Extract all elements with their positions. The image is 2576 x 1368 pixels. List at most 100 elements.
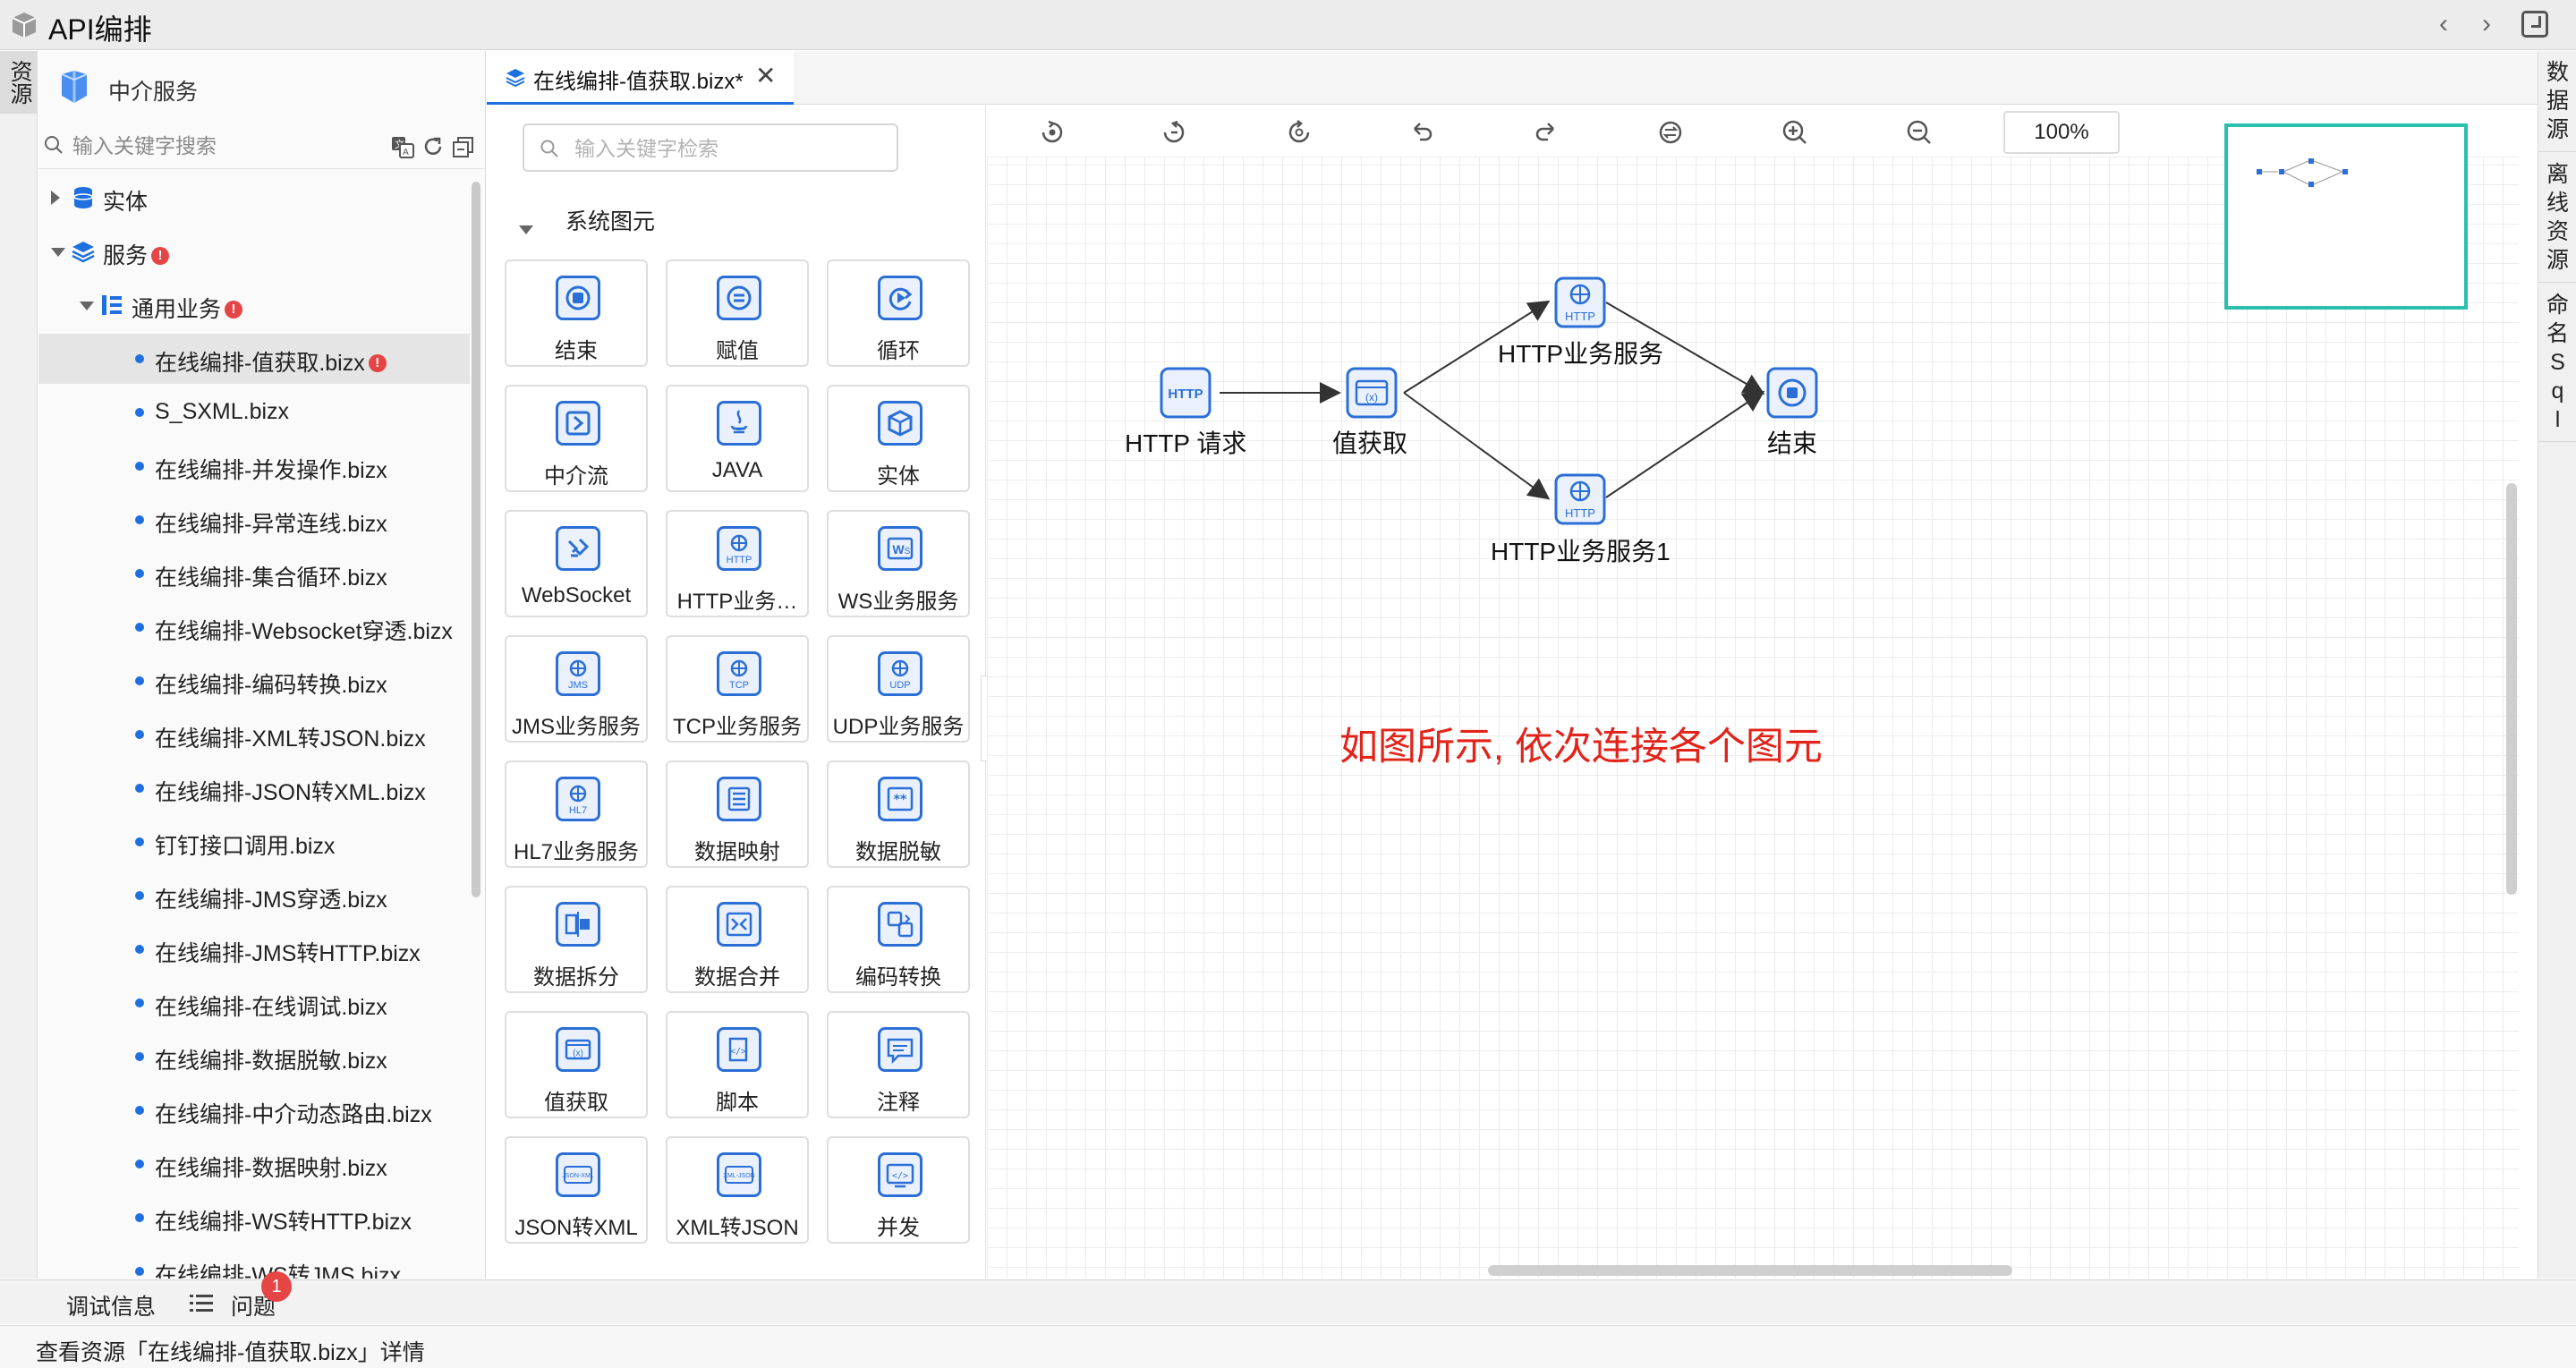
node-http-service[interactable]: HTTP — [1554, 276, 1606, 328]
palette-item[interactable]: WebSocket — [505, 510, 648, 617]
tree-file-item[interactable]: 在线编排-在线调试.bizx — [38, 978, 470, 1028]
redo-icon[interactable] — [1532, 118, 1560, 147]
node-http-service-1[interactable]: HTTP — [1554, 473, 1606, 525]
tree-file-item[interactable]: 在线编排-JMS穿透.bizx — [38, 871, 470, 921]
palette-item[interactable]: 数据拆分 — [505, 886, 648, 993]
tree-node-service[interactable]: 服务! — [38, 226, 470, 276]
tree-file-item[interactable]: 在线编排-JMS转HTTP.bizx — [38, 924, 470, 974]
tree-file-item[interactable]: 在线编排-WS转HTTP.bizx — [38, 1193, 470, 1243]
palette-search-input[interactable] — [574, 134, 888, 163]
tree-item-label: 实体 — [103, 190, 149, 215]
canvas-annotation: 如图所示, 依次连接各个图元 — [1339, 726, 1823, 769]
window-toggle-icon[interactable] — [2521, 11, 2548, 38]
sync-icon[interactable] — [1656, 118, 1685, 147]
tree-file-item[interactable]: 钉钉接口调用.bizx — [38, 817, 470, 867]
tree-file-item[interactable]: 在线编排-集合循环.bizx — [38, 548, 470, 599]
tree-file-item[interactable]: 在线编排-异常连线.bizx — [38, 495, 470, 545]
refresh-icon[interactable] — [421, 135, 445, 158]
tab-debug-info[interactable]: 调试信息 — [66, 1295, 157, 1320]
flow-canvas[interactable]: 100% HTTP (x) HTTP — [987, 106, 2519, 1279]
minimap[interactable] — [2224, 123, 2468, 310]
tree-file-item[interactable]: 在线编排-WS转JMS.bizx — [38, 1246, 470, 1279]
tree-item-label: 在线编排-Websocket穿透.bizx — [155, 619, 453, 644]
settings-cycle-icon[interactable] — [1285, 118, 1314, 147]
palette-item[interactable]: 注释 — [827, 1011, 970, 1118]
tree-file-item[interactable]: 在线编排-数据映射.bizx — [38, 1139, 470, 1189]
palette-item[interactable]: 实体 — [827, 385, 970, 492]
search-icon — [540, 140, 558, 157]
tree-file-item[interactable]: 在线编排-数据脱敏.bizx — [38, 1032, 470, 1082]
palette-item[interactable]: </>并发 — [827, 1136, 970, 1244]
chevron-right-icon[interactable] — [51, 191, 60, 205]
palette-item-label: JMS业务服务 — [512, 715, 641, 739]
tree-item-label: 在线编排-JMS转HTTP.bizx — [155, 941, 421, 966]
palette-item[interactable]: 结束 — [505, 259, 648, 367]
node-label-http-service: HTTP业务服务 — [1498, 340, 1664, 368]
palette-item[interactable]: </>脚本 — [666, 1011, 809, 1118]
app-logo-icon — [12, 13, 37, 38]
tab-data-source[interactable]: 数据源 — [2538, 51, 2576, 152]
tree-file-item[interactable]: 在线编排-编码转换.bizx — [38, 656, 470, 706]
chevron-down-icon[interactable] — [80, 302, 94, 310]
step-icon[interactable] — [1160, 118, 1188, 147]
palette-item[interactable]: 数据映射 — [666, 760, 809, 868]
tree-item-label: 在线编排-编码转换.bizx — [155, 673, 387, 698]
tree-header: 中介服务 — [38, 51, 486, 123]
close-icon[interactable]: ✕ — [755, 62, 777, 89]
editor-tab-active[interactable]: 在线编排-值获取.bizx* ✕ — [487, 51, 794, 105]
flow-diagram: HTTP (x) HTTP HTTP — [1160, 276, 1818, 525]
node-value-get[interactable]: (x) — [1346, 367, 1398, 419]
node-end[interactable] — [1766, 367, 1818, 419]
palette-item[interactable]: 编码转换 — [827, 886, 970, 993]
node-http-request[interactable]: HTTP — [1160, 367, 1211, 419]
chevron-down-icon[interactable] — [51, 248, 65, 257]
zoom-level[interactable]: 100% — [2003, 111, 2120, 154]
tree-file-item[interactable]: 在线编排-Websocket穿透.bizx — [38, 602, 470, 652]
nav-forward-icon[interactable]: › — [2482, 9, 2491, 38]
palette-item[interactable]: 数据合并 — [666, 886, 809, 993]
tree-scrollbar[interactable] — [472, 182, 480, 897]
palette-item[interactable]: 赋值 — [666, 259, 809, 367]
palette-item[interactable]: 循环 — [827, 259, 970, 367]
tab-offline-resources[interactable]: 离线资源 — [2538, 153, 2576, 283]
translate-icon[interactable]: 文 A — [391, 135, 414, 158]
file-bullet-icon — [135, 1106, 144, 1115]
java-icon — [717, 401, 761, 446]
nav-back-icon[interactable]: ‹ — [2439, 9, 2448, 38]
undo-icon[interactable] — [1407, 118, 1436, 147]
tree-search-input[interactable] — [72, 130, 412, 162]
node-label-value-get: 值获取 — [1332, 429, 1408, 457]
run-debug-icon[interactable] — [1038, 118, 1067, 147]
tree-node-entity[interactable]: 实体 — [38, 173, 470, 223]
mediation-flow-icon — [556, 401, 600, 446]
palette-item[interactable]: **数据脱敏 — [827, 760, 970, 868]
tree-file-item[interactable]: 在线编排-XML转JSON.bizx — [38, 709, 470, 760]
palette-item[interactable]: (x)值获取 — [505, 1011, 648, 1118]
canvas-vertical-scrollbar[interactable] — [2506, 483, 2517, 895]
zoom-out-icon[interactable] — [1905, 118, 1934, 147]
tree-file-item[interactable]: 在线编排-值获取.bizx! — [38, 334, 470, 384]
tab-resources[interactable]: 资源 — [0, 51, 38, 114]
canvas-horizontal-scrollbar[interactable] — [1488, 1265, 2012, 1276]
tree-file-item[interactable]: 在线编排-JSON转XML.bizx — [38, 763, 470, 813]
zoom-in-icon[interactable] — [1781, 118, 1809, 147]
collapse-all-icon[interactable] — [452, 135, 475, 158]
tree-item-label: 在线编排-XML转JSON.bizx — [155, 726, 426, 752]
tree-file-item[interactable]: 在线编排-并发操作.bizx — [38, 441, 470, 491]
svg-text:</>: </> — [730, 1047, 746, 1057]
palette-item[interactable]: 中介流 — [505, 385, 648, 492]
palette-item[interactable]: JAVA — [666, 385, 809, 492]
tree-file-item[interactable]: 在线编排-中介动态路由.bizx — [38, 1085, 470, 1135]
tree-node-folder[interactable]: 通用业务! — [38, 280, 470, 330]
palette-item-label: HTTP业务… — [676, 590, 798, 614]
tree-file-item[interactable]: S_SXML.bizx — [38, 387, 470, 438]
